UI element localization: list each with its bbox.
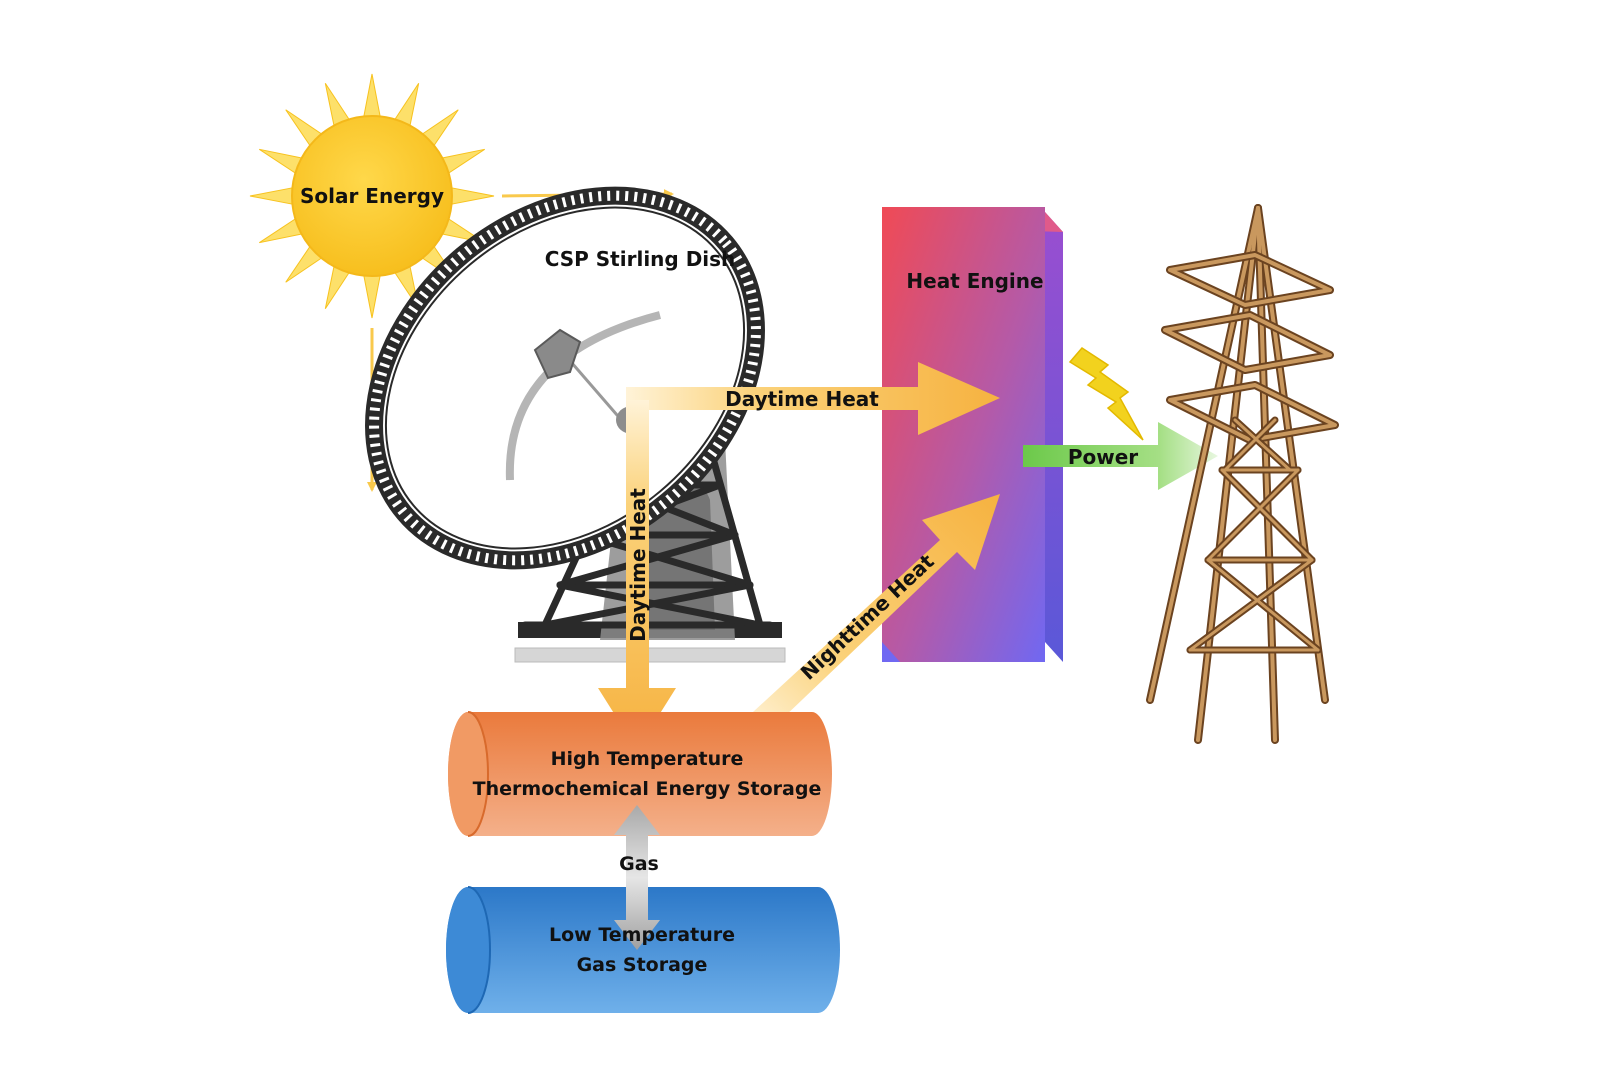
sun-ray (249, 186, 295, 206)
high-temp-label-line2: Thermochemical Energy Storage (473, 778, 822, 800)
sun-ray (362, 273, 382, 319)
gas-double-arrow (614, 805, 660, 950)
sun-ray (362, 73, 382, 119)
lightning-bolt-icon (1068, 347, 1144, 441)
high-temp-label-line1: High Temperature (551, 748, 744, 770)
daytime-heat-horizontal-label: Daytime Heat (725, 387, 879, 411)
sun-ray (449, 186, 495, 206)
csp-stirling-dish (365, 186, 786, 663)
solar-energy-label: Solar Energy (300, 184, 444, 208)
low-temp-label-line2: Gas Storage (577, 954, 708, 976)
heat-engine-label: Heat Engine (906, 269, 1043, 293)
low-temperature-gas-storage-tank (446, 886, 840, 1014)
daytime-heat-vertical-arrow (598, 400, 676, 750)
gas-label: Gas (619, 853, 659, 875)
sun-icon (249, 73, 495, 319)
csp-dish-label: CSP Stirling Dish (545, 247, 736, 271)
power-arrow (1023, 422, 1218, 490)
daytime-heat-horizontal-arrow (626, 362, 1000, 700)
daytime-heat-vertical-label: Daytime Heat (626, 488, 650, 642)
power-label: Power (1068, 445, 1138, 469)
low-temp-label-line1: Low Temperature (549, 924, 735, 946)
high-temperature-storage-tank (448, 711, 832, 837)
nighttime-heat-arrow (741, 494, 1000, 740)
transmission-tower-icon (1146, 204, 1339, 744)
